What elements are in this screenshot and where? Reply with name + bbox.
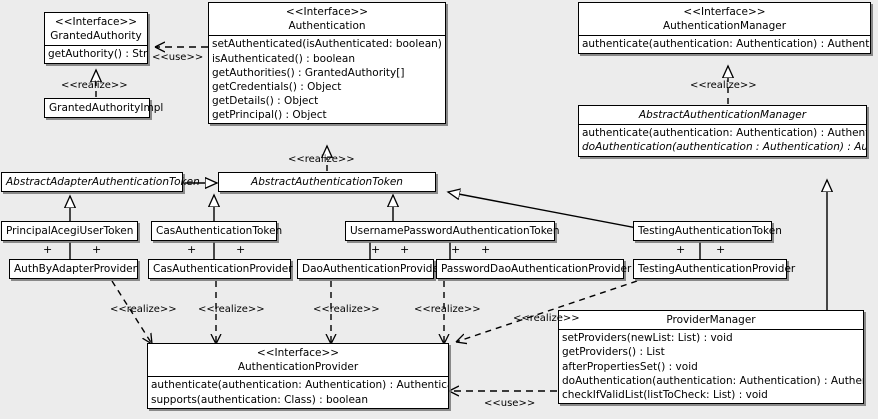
operation: afterPropertiesSet() : void [562,360,698,373]
class-cas-authentication-token[interactable]: CasAuthenticationToken [151,221,283,242]
class-header: AbstractAuthenticationManager [579,106,866,124]
class-name: PrincipalAcegiUserToken [6,225,134,237]
relation-label-use-provider-manager: <<use>> [484,398,536,409]
class-granted-authority-impl[interactable]: GrantedAuthorityImpl [44,98,164,119]
multiplicity-marker: + [400,243,410,256]
class-header: <<Interface>> AuthenticationManager [579,3,870,35]
class-testing-authentication-provider[interactable]: TestingAuthenticationProvider [633,259,796,280]
relation-label-realize-abstract-authentication-manager: <<realize>> [690,80,757,91]
operation: authenticate(authentication: Authenticat… [582,127,866,140]
operation: supports(authentication: Class) : boolea… [151,393,368,406]
class-name: Authentication [288,20,366,33]
operation: getAuthorities() : GrantedAuthority[] [212,66,405,79]
operations-compartment: authenticate(authentication: Authenticat… [579,124,866,155]
relation-label-realize-testing-authentication-provider: <<realize>> [513,313,580,324]
multiplicity-marker: + [371,243,381,256]
operation: isAuthenticated() : boolean [212,52,355,65]
operations-compartment: authenticate(authentication: Authenticat… [579,35,870,52]
relation-label-realize-abstract-authentication-token: <<realize>> [288,154,355,165]
stereotype-label: <<Interface>> [54,16,138,28]
class-username-password-authentication-token[interactable]: UsernamePasswordAuthenticationToken [345,221,560,242]
multiplicity-marker: + [43,243,53,256]
operations-compartment: getAuthority() : String [45,45,147,62]
class-authentication-provider[interactable]: <<Interface>> AuthenticationProvider aut… [147,343,449,409]
class-name: AbstractAuthenticationToken [251,176,403,188]
class-header: ProviderManager [559,311,863,329]
class-name: AuthenticationProvider [237,361,359,374]
stereotype-label: <<Interface>> [683,6,766,18]
multiplicity-marker: + [451,243,461,256]
operation: setAuthenticated(isAuthenticated: boolea… [212,38,445,51]
class-provider-manager[interactable]: ProviderManager setProviders(newList: Li… [558,310,864,405]
class-abstract-authentication-manager[interactable]: AbstractAuthenticationManager authentica… [578,105,867,157]
class-name: PasswordDaoAuthenticationProvider [441,263,632,275]
operation: getProviders() : List [562,346,665,359]
operation: getAuthority() : String [48,48,147,61]
class-header: <<Interface>> Authentication [209,3,445,35]
class-authentication[interactable]: <<Interface>> Authentication setAuthenti… [208,2,446,125]
stereotype-label: <<Interface>> [256,347,340,359]
class-name: DaoAuthenticationProvider [302,263,444,275]
class-dao-authentication-provider[interactable]: DaoAuthenticationProvider [297,259,444,280]
multiplicity-marker: + [716,243,726,256]
multiplicity-marker: + [676,243,686,256]
class-name: AuthByAdapterProvider [14,263,137,275]
class-granted-authority[interactable]: <<Interface>> GrantedAuthority getAuthor… [44,12,148,64]
class-cas-authentication-provider[interactable]: CasAuthenticationProvider [148,259,293,280]
operation: authenticate(authentication: Authenticat… [582,38,870,51]
class-name: UsernamePasswordAuthenticationToken [350,225,560,237]
class-name: TestingAuthenticationToken [638,225,782,237]
class-abstract-adapter-authentication-token[interactable]: AbstractAdapterAuthenticationToken [1,172,200,193]
stereotype-label: <<Interface>> [285,6,369,18]
class-name: AuthenticationManager [662,20,787,33]
relation-label-use-authentication-granted-authority: <<use>> [152,52,204,63]
relation-label-realize-dao-authentication-provider: <<realize>> [313,304,380,315]
class-header: <<Interface>> GrantedAuthority [45,13,147,45]
operation: getCredentials() : Object [212,80,342,93]
class-header: <<Interface>> AuthenticationProvider [148,344,448,376]
class-name: GrantedAuthorityImpl [49,102,164,114]
relation-label-realize-cas-authentication-provider: <<realize>> [198,304,265,315]
class-password-dao-authentication-provider[interactable]: PasswordDaoAuthenticationProvider [436,259,632,280]
relation-label-realize-granted-authority-impl: <<realize>> [61,80,128,91]
class-name: AbstractAdapterAuthenticationToken [6,176,200,188]
operations-compartment: setProviders(newList: List) : void getPr… [559,329,863,403]
class-authentication-manager[interactable]: <<Interface>> AuthenticationManager auth… [578,2,871,54]
multiplicity-marker: + [187,243,197,256]
operation: getDetails() : Object [212,95,319,108]
multiplicity-marker: + [481,243,491,256]
class-testing-authentication-token[interactable]: TestingAuthenticationToken [633,221,782,242]
multiplicity-marker: + [236,243,246,256]
operation: doAuthentication(authentication: Authent… [562,374,863,387]
class-name: ProviderManager [666,314,756,326]
class-name: CasAuthenticationProvider [153,263,293,275]
operations-compartment: setAuthenticated(isAuthenticated: boolea… [209,35,445,123]
class-principal-acegi-user-token[interactable]: PrincipalAcegiUserToken [1,221,138,242]
operation-abstract: doAuthentication(authentication : Authen… [582,141,866,154]
class-name: CasAuthenticationToken [156,225,283,237]
multiplicity-marker: + [92,243,102,256]
class-name: GrantedAuthority [50,30,142,43]
class-name: AbstractAuthenticationManager [638,109,807,121]
class-name: TestingAuthenticationProvider [638,263,796,275]
operation: getPrincipal() : Object [212,109,327,122]
class-auth-by-adapter-provider[interactable]: AuthByAdapterProvider [9,259,138,280]
operation: setProviders(newList: List) : void [562,332,733,345]
class-abstract-authentication-token[interactable]: AbstractAuthenticationToken [218,172,436,193]
operation: authenticate(authentication: Authenticat… [151,379,448,392]
relation-label-realize-auth-by-adapter-provider: <<realize>> [110,304,177,315]
operations-compartment: authenticate(authentication: Authenticat… [148,376,448,407]
relation-label-realize-password-dao-authentication-provider: <<realize>> [414,304,481,315]
operation: checkIfValidList(listToCheck: List) : vo… [562,388,768,401]
